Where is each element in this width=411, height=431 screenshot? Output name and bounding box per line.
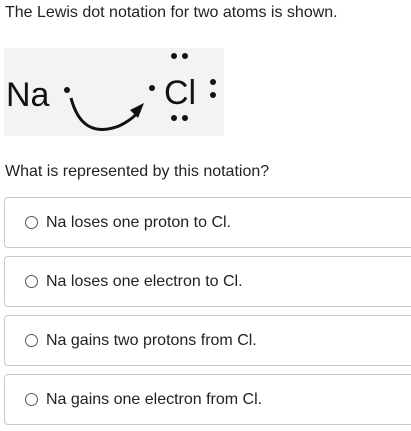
answer-option-2[interactable]: Na loses one electron to Cl. [4,256,411,307]
sodium-valence-electron [64,87,70,93]
answer-option-3[interactable]: Na gains two protons from Cl. [4,315,411,366]
answer-option-label: Na loses one proton to Cl. [46,214,231,231]
answer-option-4[interactable]: Na gains one electron from Cl. [4,374,411,425]
chlorine-electron-right-2 [210,92,216,98]
electron-transfer-arrow [69,97,142,131]
arrow-head-icon [130,103,144,118]
answer-option-label: Na gains one electron from Cl. [46,391,263,408]
lewis-dot-figure: Na Cl [4,48,224,136]
chlorine-electron-bottom-1 [171,115,177,121]
radio-button-icon[interactable] [25,393,38,406]
answer-option-label: Na loses one electron to Cl. [46,273,243,290]
radio-button-icon[interactable] [25,216,38,229]
chlorine-electron-right-1 [210,79,216,85]
lewis-dot-diagram: Na Cl [6,53,216,131]
chlorine-electron-left [149,85,155,91]
radio-button-icon[interactable] [25,275,38,288]
question-text: What is represented by this notation? [5,163,270,180]
radio-button-icon[interactable] [25,334,38,347]
prompt-text: The Lewis dot notation for two atoms is … [5,4,338,21]
answer-options: Na loses one proton to Cl. Na loses one … [4,197,411,431]
chlorine-symbol: Cl [164,74,196,112]
answer-option-label: Na gains two protons from Cl. [46,332,257,349]
chlorine-electron-top-1 [171,53,177,59]
sodium-symbol: Na [6,76,50,114]
chlorine-electron-bottom-2 [182,115,188,121]
chlorine-electron-top-2 [182,53,188,59]
answer-option-1[interactable]: Na loses one proton to Cl. [4,197,411,248]
